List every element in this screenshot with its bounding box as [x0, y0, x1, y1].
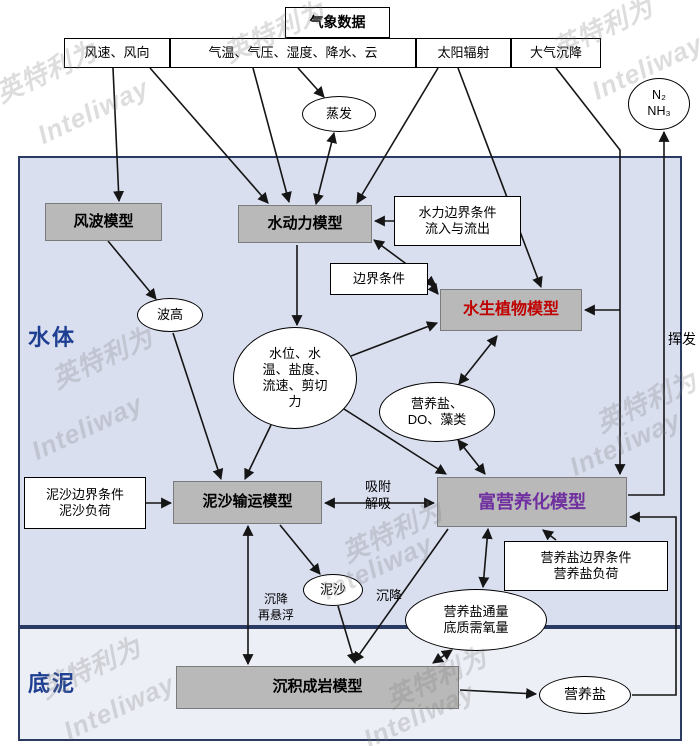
- eutrophication-model-node: 富营养化模型: [437, 477, 627, 527]
- boundary-condition-box: 边界条件: [330, 263, 428, 295]
- arrow-ndo-eutrophication: [457, 439, 486, 475]
- arrow-state-to-sedtransport: [244, 424, 272, 480]
- benthic-flux-ellipse: 营养盐通量 底质需氧量: [405, 589, 547, 651]
- water-body-label: 水体: [28, 325, 77, 350]
- meteo-input-wind: 风速、风向: [64, 38, 170, 68]
- suspended-sediment-ellipse: 泥沙: [303, 574, 363, 606]
- n2-nh3-ellipse: N₂ NH₃: [628, 78, 690, 130]
- meteo-input-solar: 太阳辐射: [416, 38, 511, 68]
- arrow-boundarycond-to-aquatic: [427, 280, 439, 295]
- arrow-airtemp-to-evaporation: [297, 67, 325, 98]
- aquatic-plant-model-node: 水生植物模型: [440, 289, 582, 331]
- arrow-solar-to-aquatic: [457, 67, 543, 289]
- arrow-hydro-evaporation: [313, 131, 337, 206]
- sediment-transport-model-node: 泥沙输运模型: [173, 481, 322, 524]
- diagenesis-model-node: 沉积成岩模型: [176, 666, 459, 709]
- arrow-windwave-to-waveheight: [107, 240, 157, 300]
- arrow-solar-to-hydro: [356, 67, 439, 204]
- arrow-ndo-aquatic: [458, 335, 498, 385]
- arrow-waveheight-to-sedtransport: [172, 332, 224, 481]
- nutrient-do-algae-ellipse: 营养盐、 DO、藻类: [379, 382, 495, 442]
- arrow-state-to-eutrophication: [343, 408, 447, 475]
- arrow-airtemp-to-hydro: [252, 67, 292, 204]
- sediment-boundary-box: 泥沙边界条件 泥沙负荷: [24, 477, 146, 529]
- wave-height-ellipse: 波高: [137, 298, 203, 332]
- hydro-state-ellipse: 水位、水 温、盐度、 流速、剪切 力: [233, 327, 357, 429]
- settling-resuspension-label: 沉降 再悬浮: [257, 592, 294, 622]
- arrow-state-to-aquatic: [350, 321, 439, 357]
- arrow-benthicflux-diagenesis: [432, 649, 453, 664]
- arrow-wind-to-hydro: [149, 67, 269, 204]
- arrow-deposition-to-eutrophication: [555, 67, 626, 476]
- arrow-eutrophication-benthicflux: [478, 527, 493, 589]
- arrow-wind-to-windwave: [112, 67, 125, 203]
- arrow-volatilization-to-n2nh3: [628, 130, 670, 496]
- sediment-bed-label: 底泥: [28, 671, 77, 696]
- evaporation-ellipse: 蒸发: [302, 96, 376, 132]
- adsorption-desorption-label: 吸附 解吸: [364, 479, 391, 511]
- volatilization-label: 挥发: [668, 331, 696, 347]
- wind-wave-model-node: 风波模型: [45, 203, 162, 241]
- arrow-diagenesis-to-porenutrient: [459, 687, 538, 699]
- arrow-sedtransport-to-sediment: [279, 524, 321, 575]
- arrow-eutrophication-settling-to-diagenesis: [353, 528, 449, 663]
- arrow-sediment-to-diagenesis: [337, 605, 358, 665]
- hydrodynamic-model-node: 水动力模型: [238, 205, 372, 243]
- nutrient-boundary-box: 营养盐边界条件 营养盐负荷: [504, 541, 668, 591]
- arrow-nutrientbc-to-eutrophication: [542, 529, 557, 541]
- settling-label: 沉降: [375, 588, 402, 603]
- hydraulic-boundary-box: 水力边界条件 流入与流出: [394, 196, 521, 246]
- meteo-input-airtemp: 气温、气压、湿度、降水、云: [170, 38, 416, 68]
- pore-nutrient-ellipse: 营养盐: [539, 676, 631, 714]
- arrow-porenutrient-to-eutrophication: [628, 511, 677, 696]
- arrows: [107, 67, 677, 699]
- meteo-data-title: 气象数据: [285, 7, 390, 38]
- meteo-input-deposition: 大气沉降: [511, 38, 601, 68]
